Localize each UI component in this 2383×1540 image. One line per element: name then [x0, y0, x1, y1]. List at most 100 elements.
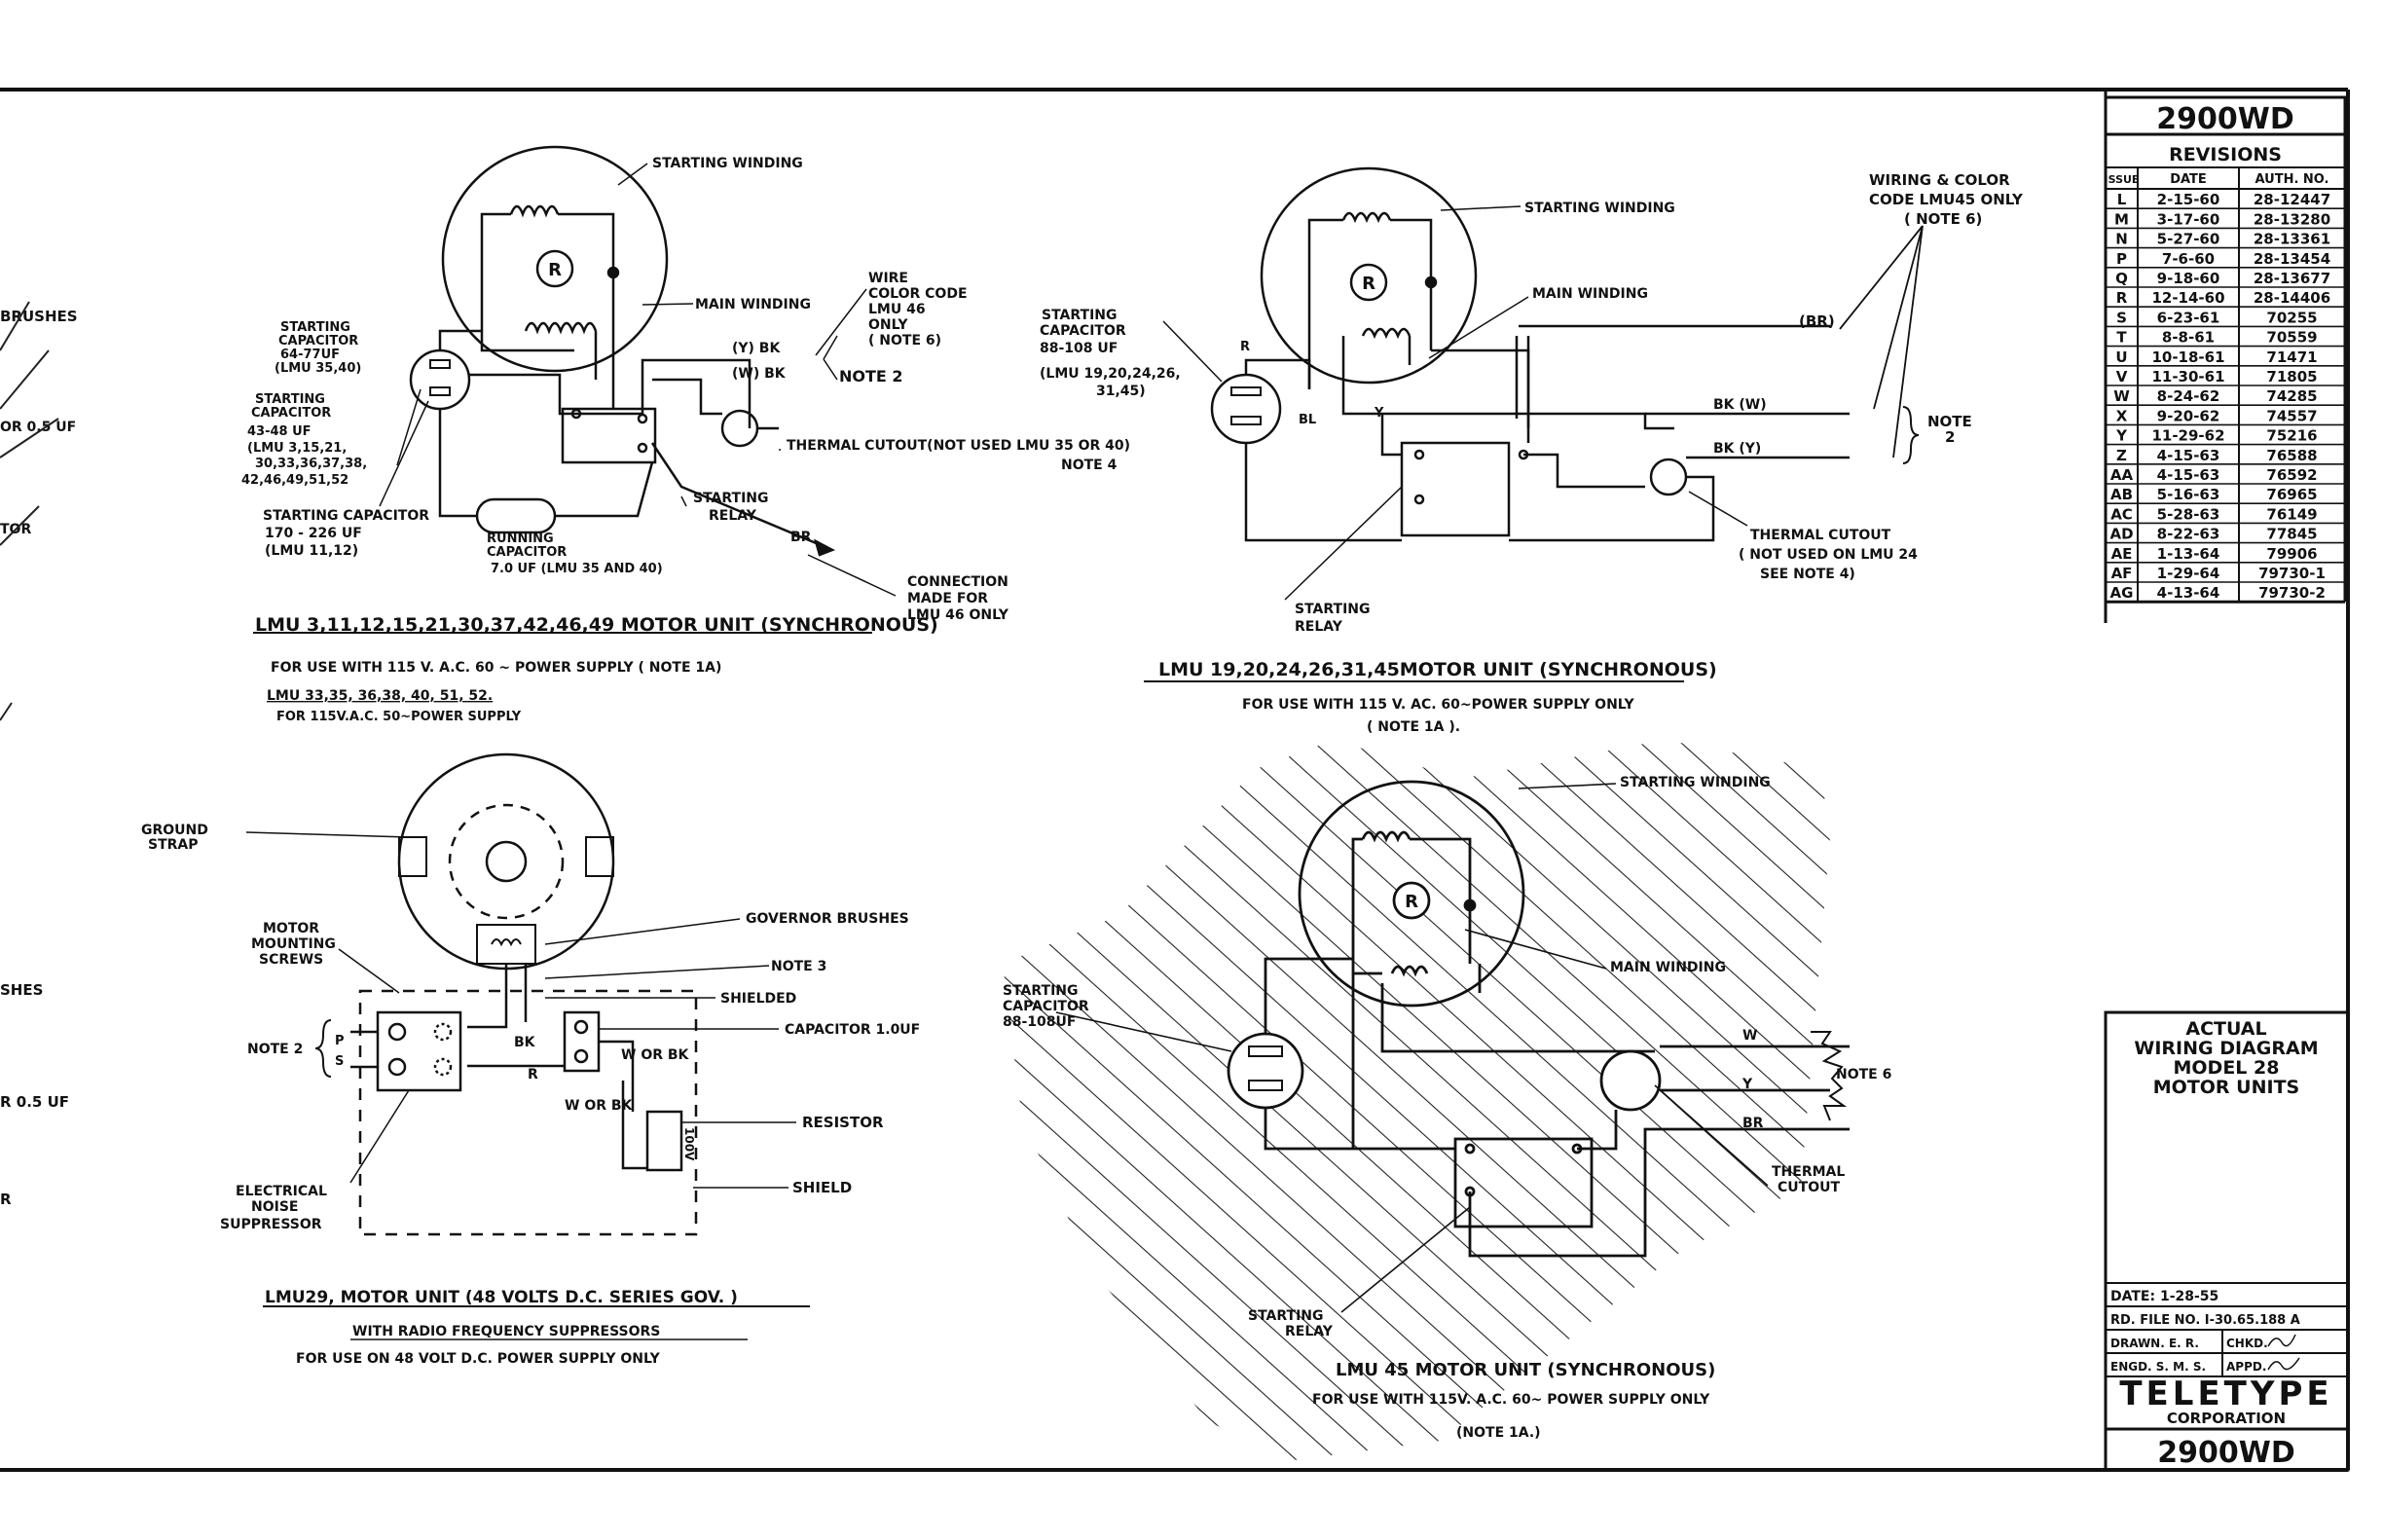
d3-suppressor-box: [376, 1010, 462, 1092]
revision-date: 2-15-60: [2157, 191, 2220, 208]
revision-date: 3-17-60: [2157, 210, 2220, 228]
revision-auth-no: 77845: [2266, 526, 2317, 543]
revisions-header-date: DATE: [2170, 172, 2207, 187]
running-capacitor: [475, 497, 557, 534]
d1-cap-b-6: 42,46,49,51,52: [241, 473, 348, 488]
d4-rotor-label: R: [1405, 892, 1418, 912]
d2-thermal-1: THERMAL CUTOUT: [1750, 528, 1891, 543]
d3-governor-label: GOVERNOR BRUSHES: [746, 911, 909, 927]
sheet-frame: [0, 88, 2350, 1472]
d4-line-2: (NOTE 1A.): [1456, 1425, 1541, 1441]
revision-issue: AB: [2110, 486, 2133, 503]
diagram-lmu29: [245, 752, 810, 1340]
left-brushes-label: BRUSHES: [0, 308, 78, 325]
d3-rotor-center: [485, 840, 528, 883]
d2-bl-label: BL: [1299, 413, 1316, 427]
revision-auth-no: 28-12447: [2254, 191, 2330, 208]
d2-line-2: ( NOTE 1A ).: [1367, 719, 1460, 735]
d4-stator-circle: [1298, 780, 1525, 1008]
revision-auth-no: 71805: [2266, 368, 2317, 385]
revision-date: 5-28-63: [2157, 505, 2220, 523]
d3-s-label: S: [335, 1054, 344, 1069]
d2-br-label: (BR): [1799, 312, 1835, 330]
d4-cap-1: STARTING: [1003, 983, 1079, 999]
left-edge-fragments: BRUSHES OR 0.5 UF TOR SHES R 0.5 UF R: [0, 301, 78, 1208]
title-date: DATE: 1-28-55: [2110, 1289, 2218, 1304]
d2-main-winding-coil: [1361, 327, 1411, 340]
d1-main-winding-label: MAIN WINDING: [695, 297, 811, 312]
revision-date: 9-20-62: [2157, 407, 2220, 424]
engineered-by: ENGD. S. M. S.: [2110, 1360, 2206, 1374]
d2-thermal-cutout: [1649, 458, 1688, 496]
revision-date: 5-16-63: [2157, 486, 2220, 503]
d2-note2-2: 2: [1945, 428, 1955, 446]
d1-connection-1: CONNECTION: [907, 574, 1008, 590]
d3-mounting-3: SCREWS: [259, 952, 323, 968]
revision-auth-no: 28-14406: [2254, 289, 2330, 307]
d2-line-1: FOR USE WITH 115 V. AC. 60~POWER SUPPLY …: [1242, 697, 1635, 713]
revision-auth-no: 79906: [2266, 545, 2317, 563]
revision-issue: AC: [2110, 505, 2133, 523]
d1-running-cap-3: 7.0 UF (LMU 35 AND 40): [491, 562, 663, 576]
title-line-4: MOTOR UNITS: [2153, 1077, 2299, 1098]
d3-w-or-bk-1: W OR BK: [621, 1047, 690, 1063]
revisions-header-issue: ISSUE: [2105, 173, 2140, 186]
diagram-1-labels: STARTING WINDING MAIN WINDING R WIRE COL…: [241, 156, 1130, 724]
title-line-1: ACTUAL: [2185, 1018, 2266, 1040]
checked-by: CHKD.: [2226, 1337, 2268, 1350]
d1-cap-c-3: (LMU 11,12): [265, 543, 358, 559]
d4-thermal-cutout: [1599, 1049, 1662, 1112]
revision-auth-no: 71471: [2266, 348, 2317, 366]
d2-starting-winding-label: STARTING WINDING: [1524, 201, 1675, 216]
d2-title: LMU 19,20,24,26,31,45MOTOR UNIT (SYNCHRO…: [1158, 659, 1717, 680]
d1-starting-winding-label: STARTING WINDING: [652, 156, 803, 171]
revision-auth-no: 76588: [2266, 447, 2317, 464]
d3-shield-label: SHIELD: [792, 1179, 852, 1196]
revision-issue: AA: [2110, 466, 2134, 484]
d3-shielded-label: SHIELDED: [720, 991, 796, 1007]
d1-wire-color-5: ( NOTE 6): [868, 333, 941, 348]
left-cap-label: OR 0.5 UF: [0, 420, 76, 435]
company-name: TELETYPE: [2119, 1375, 2332, 1413]
revision-auth-no: 70559: [2266, 329, 2317, 347]
d2-starting-winding-coil: [1341, 211, 1392, 224]
d1-wire-color-1: WIRE: [868, 271, 908, 286]
diagram-lmu-synchronous-1: [253, 145, 897, 634]
revision-auth-no: 28-13677: [2254, 270, 2330, 287]
d2-starting-relay-box: [1400, 441, 1511, 537]
title-block: ACTUAL WIRING DIAGRAM MODEL 28 MOTOR UNI…: [2104, 1010, 2350, 1472]
thermal-cutout-circle: [720, 409, 759, 448]
d1-line-2: LMU 33,35, 36,38, 40, 51, 52.: [267, 688, 493, 704]
approved-signature: [2267, 1357, 2300, 1371]
drawing-number-top: 2900WD: [2156, 102, 2294, 136]
d3-title: LMU29, MOTOR UNIT (48 VOLTS D.C. SERIES …: [265, 1288, 738, 1307]
d4-starting-winding-label: STARTING WINDING: [1620, 775, 1771, 790]
d4-rotor-circle: [1392, 881, 1431, 920]
drawn-by: DRAWN. E. R.: [2110, 1337, 2199, 1350]
d4-starting-winding-coil: [1361, 830, 1411, 843]
d4-thermal-1: THERMAL: [1772, 1164, 1845, 1180]
d1-line-1: FOR USE WITH 115 V. A.C. 60 ~ POWER SUPP…: [271, 660, 721, 676]
d1-line-3: FOR 115V.A.C. 50~POWER SUPPLY: [276, 710, 522, 724]
d1-cap-a-3: 64-77UF: [280, 348, 340, 362]
left-shes-label: SHES: [0, 981, 43, 999]
d1-cap-b-3: 43-48 UF: [247, 424, 312, 439]
revision-date: 5-27-60: [2157, 231, 2220, 248]
revision-auth-no: 79730-2: [2258, 584, 2326, 602]
d4-br-label: BR: [1742, 1116, 1764, 1131]
d1-cap-c-1: STARTING CAPACITOR: [263, 508, 429, 524]
d2-bk-w-label: BK (W): [1713, 397, 1767, 413]
d1-cap-b-1: STARTING: [255, 392, 325, 407]
diagram-lmu-synchronous-2: [1144, 166, 1924, 682]
d3-w-or-bk-2: W OR BK: [565, 1098, 634, 1114]
revision-date: 6-23-61: [2157, 309, 2220, 326]
d4-w-label: W: [1742, 1028, 1757, 1044]
checked-signature: [2267, 1334, 2296, 1347]
d1-running-cap-2: CAPACITOR: [487, 545, 567, 560]
revision-auth-no: 74285: [2266, 387, 2317, 405]
d4-note6-label: NOTE 6: [1836, 1067, 1891, 1082]
d1-note2-label: NOTE 2: [839, 367, 903, 385]
d1-thermal-cutout-label: THERMAL CUTOUT(NOT USED LMU 35 OR 40): [787, 438, 1130, 454]
d1-cap-b-4: (LMU 3,15,21,: [247, 441, 347, 456]
